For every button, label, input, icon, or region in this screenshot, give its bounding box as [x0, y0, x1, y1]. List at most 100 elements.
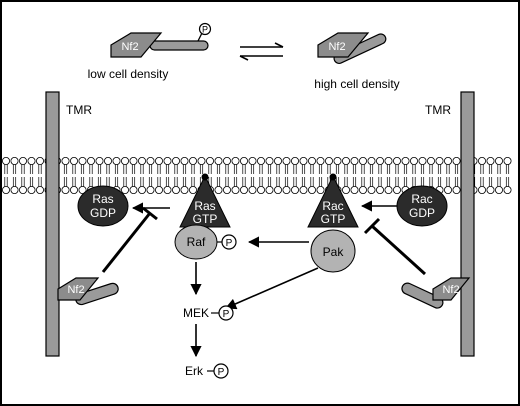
lipid-head [197, 156, 206, 165]
lipid-head [333, 156, 342, 165]
rac-gtp-label-bottom: GTP [321, 212, 346, 226]
nf2-tail [149, 40, 209, 51]
lipid-head [87, 156, 96, 165]
lipid-head [452, 185, 461, 194]
lipid-head [265, 156, 274, 165]
lipid-head [18, 156, 27, 165]
lipid-head [2, 156, 10, 165]
nf2-inhibits-ras-bar [142, 206, 158, 221]
lipid-head [231, 156, 240, 165]
lipid-head [350, 156, 359, 165]
nf2-label: Nf2 [67, 284, 84, 296]
lipid-head [265, 185, 274, 194]
nf2-tail [75, 282, 119, 306]
rac-gtp: Rac GTP [307, 173, 359, 228]
lipid-head [486, 185, 495, 194]
nf2-diamond [110, 32, 163, 58]
lipid-head [231, 185, 240, 194]
right-receptor [460, 91, 475, 357]
rac-gtp-label-top: Rac [322, 199, 343, 213]
lipid-head [129, 185, 138, 194]
lipid-head [154, 156, 163, 165]
lipid-head [129, 156, 138, 165]
nf2-tail [401, 282, 444, 309]
lipid-head [121, 185, 130, 194]
low-density-caption: low cell density [88, 67, 169, 81]
lipid-head [78, 156, 87, 165]
erk-phospho-label: P [218, 367, 225, 378]
lipid-head [256, 156, 265, 165]
phospho-link [197, 32, 203, 42]
lipid-head [299, 185, 308, 194]
lipid-head [222, 185, 231, 194]
right-receptor-label: TMR [425, 103, 451, 117]
lipid-head [222, 156, 231, 165]
lipid-head [375, 185, 384, 194]
lipid-head [290, 185, 299, 194]
lipid-head [27, 185, 36, 194]
lipid-head [146, 156, 155, 165]
lipid-head [494, 156, 503, 165]
lipid-head [307, 156, 316, 165]
lipid-head [154, 185, 163, 194]
lipid-head [10, 185, 19, 194]
lipid-head [477, 185, 486, 194]
lipid-head [316, 156, 325, 165]
pak-label: Pak [323, 245, 345, 259]
lipid-head [171, 185, 180, 194]
nf2-left-membrane: Nf2 [57, 277, 119, 306]
lipid-head [282, 185, 291, 194]
lipid-head [104, 156, 113, 165]
erk: Erk P [185, 363, 229, 379]
lipid-head [316, 185, 325, 194]
lipid-head [443, 185, 452, 194]
high-density-caption: high cell density [314, 77, 399, 91]
lipid-head [418, 156, 427, 165]
lipid-head [163, 185, 172, 194]
lipid-head [10, 156, 19, 165]
lipid-head [214, 185, 223, 194]
lipid-head [477, 156, 486, 165]
equilibrium-arrows [239, 42, 284, 61]
lipid-head [358, 185, 367, 194]
nf2-low-density-state: P Nf2 low cell density [88, 22, 212, 81]
pak: Pak [310, 229, 356, 273]
rac-anchor-dot [329, 173, 337, 181]
lipid-head [18, 185, 27, 194]
rac-gtp-triangle [307, 174, 359, 228]
lipid-head [27, 156, 36, 165]
ras-gtp-label-top: Ras [194, 199, 215, 213]
lipid-head [121, 156, 130, 165]
ras-gtp-label-bottom: GTP [193, 212, 218, 226]
lipid-head [248, 185, 257, 194]
lipid-head [146, 185, 155, 194]
lipid-head [70, 156, 79, 165]
lipid-head [384, 156, 393, 165]
lipid-head [486, 156, 495, 165]
nf2-label: Nf2 [121, 41, 138, 53]
lipid-head [36, 185, 45, 194]
lipid-head [205, 156, 214, 165]
raf-label: Raf [187, 235, 206, 249]
lipid-head [494, 185, 503, 194]
nf2-high-density-state: Nf2 high cell density [314, 32, 400, 91]
mek-label: MEK [183, 306, 209, 320]
lipid-head [341, 156, 350, 165]
lipid-head [256, 185, 265, 194]
rac-gdp-label-top: Rac [411, 192, 432, 206]
lipid-head [358, 156, 367, 165]
lipid-head [503, 156, 512, 165]
left-receptor [45, 91, 60, 357]
lipid-head [426, 156, 435, 165]
phospho-circle [198, 22, 212, 36]
pak-blob [310, 229, 356, 273]
mek-phospho-label: P [223, 309, 230, 320]
mek: MEK P [183, 305, 234, 321]
lipid-head [2, 185, 10, 194]
lipid-head [503, 185, 512, 194]
erk-label: Erk [185, 364, 204, 378]
lipid-head [435, 156, 444, 165]
nf2-right-membrane: Nf2 [401, 277, 471, 309]
lipid-head [171, 156, 180, 165]
